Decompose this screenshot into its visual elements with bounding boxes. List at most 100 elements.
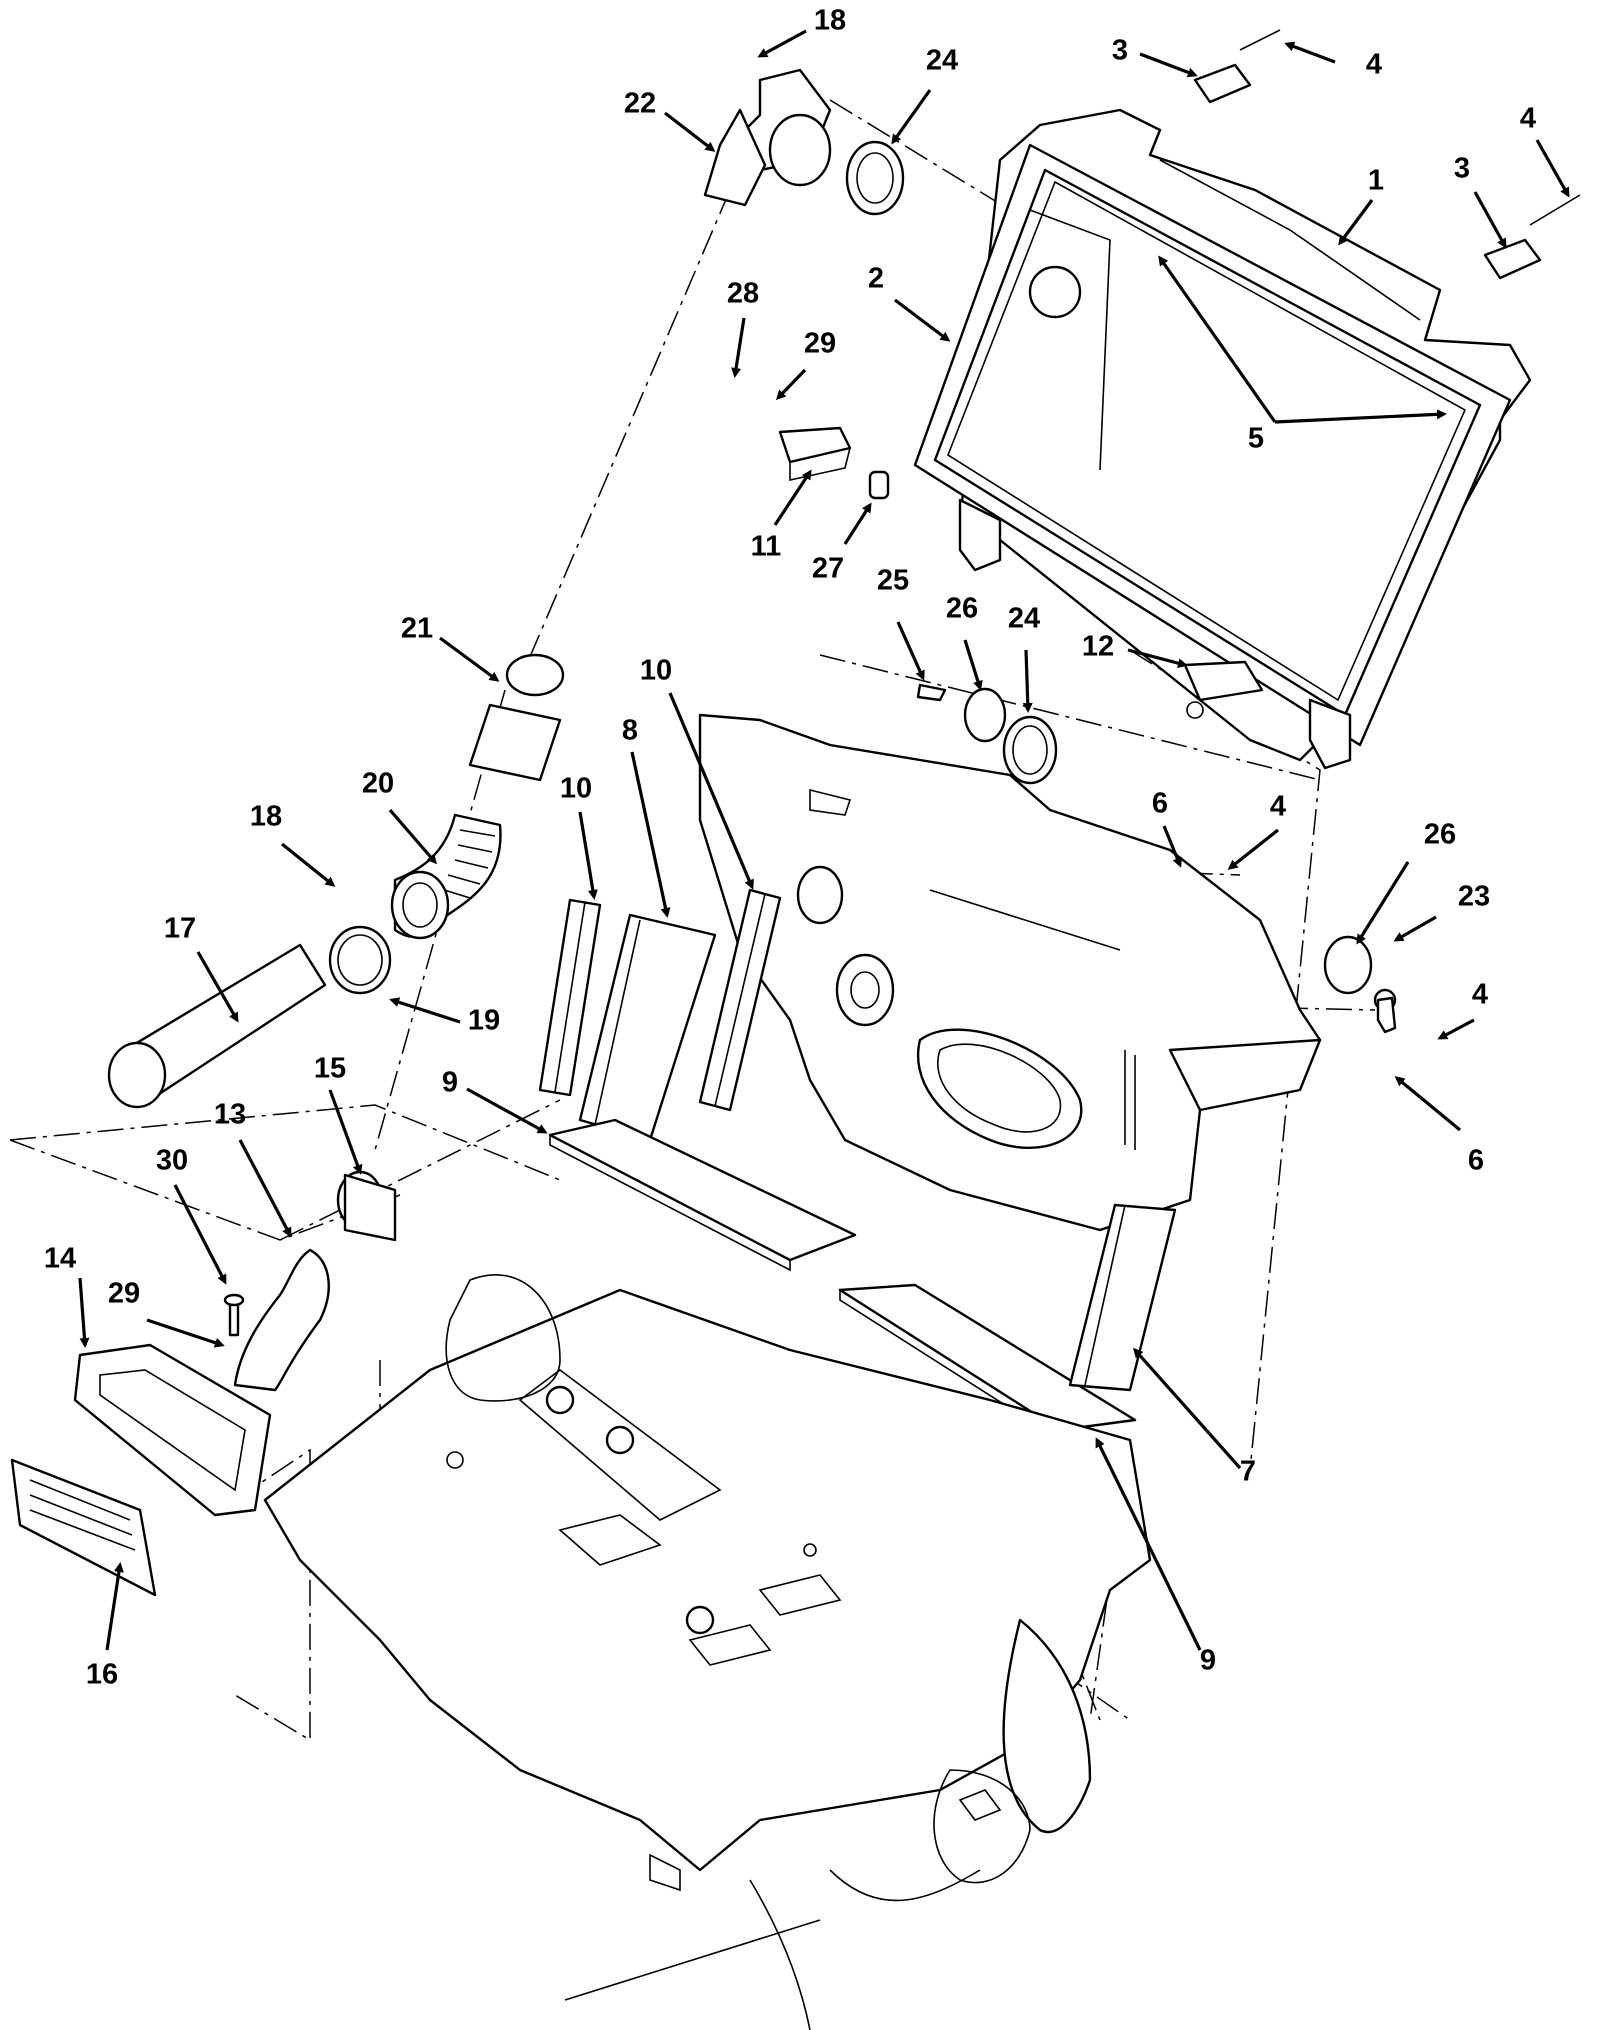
part-19-clamp	[328, 925, 392, 995]
leader-10-left	[578, 811, 598, 900]
part-22-elbow	[703, 68, 832, 207]
callout-26-upper: 26	[946, 593, 978, 625]
callout-26-lower: 26	[1424, 819, 1456, 851]
leader-9-upper	[466, 1087, 548, 1134]
callout-9-upper: 9	[442, 1067, 458, 1099]
part-3-latch-upper	[1193, 29, 1281, 104]
wheel-well-structure	[564, 1618, 1092, 2030]
part-30-screw	[223, 1293, 245, 1337]
leader-13	[238, 1139, 292, 1238]
part-6-clip-right	[1376, 996, 1397, 1034]
callout-4-mid: 4	[1270, 791, 1286, 823]
bulkhead-panel	[698, 713, 1322, 1232]
callout-24-lower: 24	[1008, 603, 1040, 635]
callout-1: 1	[1368, 165, 1384, 197]
leader-29-lower	[146, 1318, 225, 1348]
leader-11	[773, 469, 812, 526]
leader-3-upper	[1139, 52, 1198, 78]
leader-18-upper	[757, 29, 807, 58]
leader-10-right	[668, 692, 754, 890]
callout-15: 15	[314, 1053, 346, 1085]
leader-18-lower	[280, 842, 336, 887]
part-20-bellows-hose	[390, 813, 502, 940]
leader-24-upper	[891, 89, 932, 145]
callout-12: 12	[1082, 631, 1114, 663]
callout-14: 14	[44, 1243, 76, 1275]
leader-16	[105, 1562, 124, 1651]
callout-23: 23	[1458, 881, 1490, 913]
leader-6-lower	[1394, 1076, 1462, 1132]
callout-29-lower: 29	[108, 1278, 140, 1310]
leader-26-lower	[1356, 861, 1410, 945]
part-16-cover	[10, 1458, 157, 1597]
part-8-panel	[578, 913, 717, 1142]
callout-21: 21	[401, 613, 433, 645]
leader-12	[1127, 648, 1188, 669]
callout-27: 27	[812, 553, 844, 585]
chassis-floor	[263, 1274, 1152, 1892]
leader-7	[1133, 1347, 1242, 1470]
callout-2: 2	[868, 263, 884, 295]
leader-4-mid	[1227, 828, 1279, 870]
leader-22	[664, 111, 716, 152]
leader-19	[389, 997, 461, 1024]
callout-11: 11	[751, 531, 782, 563]
part-21-intake-tube	[468, 653, 565, 782]
part-11-bracket	[778, 426, 852, 481]
leader-14	[78, 1277, 90, 1348]
leader-2	[894, 298, 951, 342]
callout-18-lower: 18	[250, 801, 282, 833]
callout-18-upper: 18	[814, 5, 846, 37]
leader-arrows	[78, 29, 1570, 1651]
leader-1	[1338, 199, 1374, 246]
callout-8: 8	[622, 715, 638, 747]
leader-4-low	[1437, 1018, 1475, 1040]
part-14-grille-bezel	[73, 1343, 272, 1517]
part-12-bracket	[1183, 660, 1264, 719]
part-25-26-24-hardware	[916, 683, 1058, 785]
part-17-tube	[107, 943, 327, 1109]
callout-29-upper: 29	[804, 328, 836, 360]
assembly-drawing	[9, 29, 1581, 2030]
leader-5-left	[1158, 255, 1277, 423]
part-7-panel	[1068, 1203, 1177, 1392]
part-10-channel-left	[538, 898, 602, 1097]
leader-30	[173, 1184, 227, 1285]
callout-4-right: 4	[1520, 103, 1536, 135]
leader-6-upper	[1162, 825, 1182, 868]
leader-29-upper	[775, 368, 807, 401]
callout-25: 25	[877, 565, 909, 597]
callout-6-lower: 6	[1468, 1145, 1484, 1177]
callout-17: 17	[164, 913, 196, 945]
leader-23	[1393, 915, 1437, 942]
leader-5-right	[1274, 409, 1447, 424]
leader-20	[388, 808, 437, 865]
callout-5: 5	[1248, 423, 1264, 455]
leader-15	[328, 1089, 363, 1175]
part-27-spacer	[868, 470, 890, 500]
callout-16: 16	[86, 1659, 118, 1691]
callout-4-low: 4	[1472, 979, 1488, 1011]
callout-24-upper: 24	[926, 45, 958, 77]
callout-6-upper: 6	[1152, 788, 1168, 820]
leader-27	[843, 502, 872, 545]
leader-26-upper	[963, 639, 983, 691]
callout-labels: 18 24 3 4 22 4 1 3 2 28 29 5 11 27 25 26…	[44, 5, 1536, 1691]
leader-17	[196, 951, 239, 1023]
callout-4-upper: 4	[1366, 49, 1382, 81]
part-24-seal-upper	[845, 140, 905, 216]
callout-13: 13	[214, 1099, 246, 1131]
callout-20: 20	[362, 768, 394, 800]
callout-10-right: 10	[640, 655, 672, 687]
callout-19: 19	[468, 1005, 500, 1037]
part-2-frame	[913, 143, 1512, 770]
callout-7: 7	[1240, 1456, 1256, 1488]
callout-10-left: 10	[560, 773, 592, 805]
callout-9-lower: 9	[1200, 1645, 1216, 1677]
leader-21	[439, 636, 500, 682]
leader-3-right	[1473, 191, 1507, 249]
leader-4-right	[1535, 139, 1570, 198]
part-9-panel-left	[548, 1118, 857, 1272]
callout-22: 22	[624, 88, 656, 120]
